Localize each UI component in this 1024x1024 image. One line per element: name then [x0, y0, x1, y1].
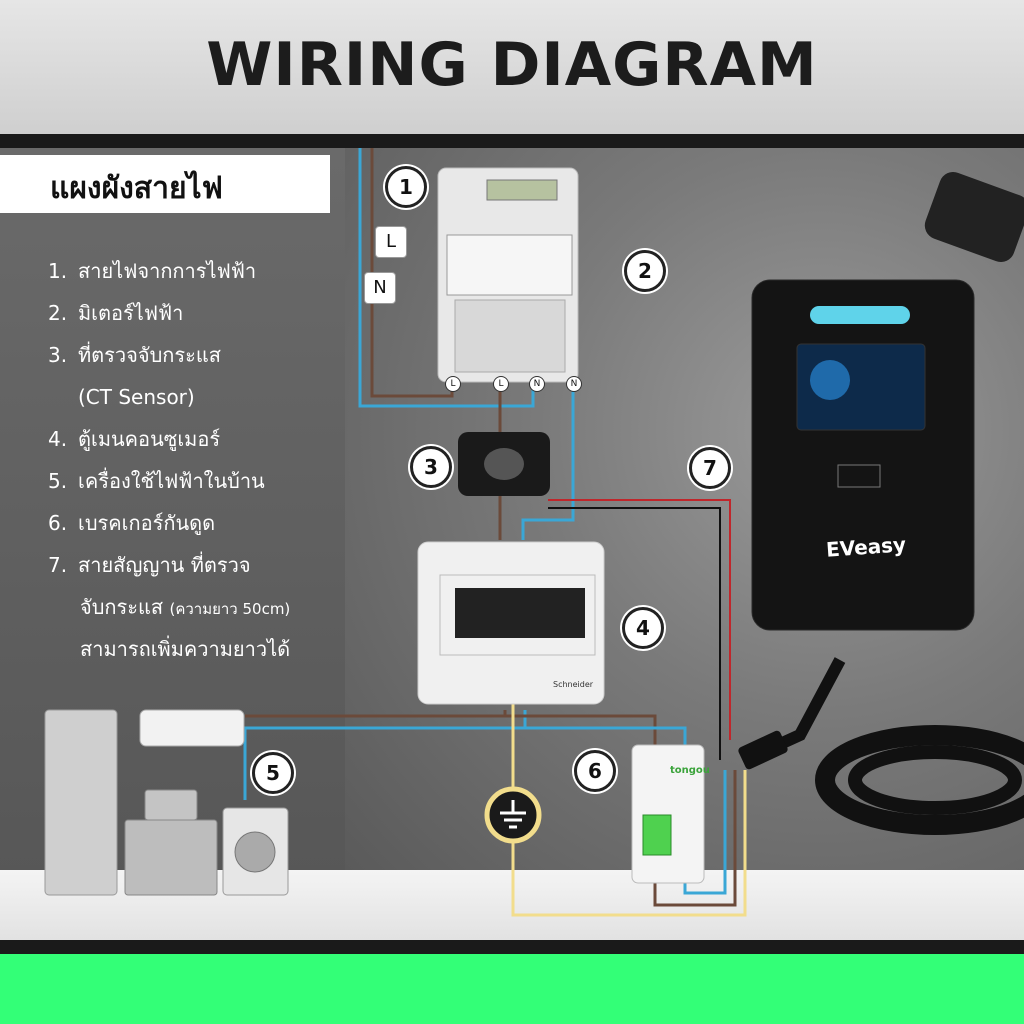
- neutral-line-tag: N: [364, 272, 396, 304]
- meter-terminal: L: [493, 376, 509, 392]
- washing-machine-door: [234, 831, 276, 873]
- meter-terminal: N: [566, 376, 582, 392]
- legend-item-continued: จับกระแส (ความยาว 50cm): [48, 586, 290, 628]
- legend-item-num: 5.: [48, 469, 68, 493]
- rcbo-switch: [642, 814, 672, 856]
- legend-item-text: สามารถเพิ่มความยาวได้: [80, 637, 291, 661]
- microwave-appliance: [144, 789, 198, 821]
- green-footer-band: [0, 954, 1024, 1024]
- legend-item: 2. มิเตอร์ไฟฟ้า: [48, 292, 290, 334]
- legend-title-box: [0, 155, 330, 213]
- legend-item-text: ตู้เมนคอนซูเมอร์: [78, 427, 221, 451]
- callout-badge-5: 5: [252, 752, 294, 794]
- top-divider: [0, 134, 1024, 148]
- charger-rfid-pad: [837, 464, 881, 488]
- air-conditioner-appliance: [139, 709, 245, 747]
- legend-item: 6. เบรคเกอร์กันดูด: [48, 502, 290, 544]
- meter-terminal: L: [445, 376, 461, 392]
- meter-terminal-block: [454, 299, 566, 373]
- page-title: WIRING DIAGRAM: [206, 30, 818, 100]
- legend-item-num: 1.: [48, 259, 68, 283]
- legend-item-continued: สามารถเพิ่มความยาวได้: [48, 628, 290, 670]
- legend-item-text: เครื่องใช้ไฟฟ้าในบ้าน: [78, 469, 265, 493]
- consumer-unit-cover: [439, 574, 596, 656]
- live-line-tag: L: [375, 226, 407, 258]
- panel-brand-logo: Schneider: [553, 680, 594, 689]
- legend-item: (CT Sensor): [48, 376, 290, 418]
- callout-badge-3: 3: [410, 446, 452, 488]
- legend-item-text: สายไฟจากการไฟฟ้า: [78, 259, 257, 283]
- callout-badge-2: 2: [624, 250, 666, 292]
- ct-sensor-hole: [484, 448, 524, 480]
- callout-badge-7: 7: [689, 447, 731, 489]
- live-wire-charger: [653, 770, 737, 907]
- legend-list: 1. สายไฟจากการไฟฟ้า 2. มิเตอร์ไฟฟ้า 3. ที่ต…: [48, 250, 290, 670]
- consumer-unit-breakers: [455, 588, 585, 638]
- legend-item-num: 6.: [48, 511, 68, 535]
- charger-led-bar: [810, 306, 910, 324]
- legend-title: แผงผังสายไฟ: [50, 171, 223, 206]
- legend-item-num: 4.: [48, 427, 68, 451]
- live-wire-rcbo: [505, 714, 657, 745]
- meter-label-plate: [446, 234, 573, 296]
- legend-item: 5. เครื่องใช้ไฟฟ้าในบ้าน: [48, 460, 290, 502]
- fridge-appliance: [44, 709, 118, 896]
- earth-wire: [511, 700, 747, 917]
- callout-badge-4: 4: [622, 607, 664, 649]
- legend-item-text: มิเตอร์ไฟฟ้า: [78, 301, 184, 325]
- signal-wire-black: [548, 507, 721, 760]
- legend-item: 4. ตู้เมนคอนซูเมอร์: [48, 418, 290, 460]
- legend-item: 1. สายไฟจากการไฟฟ้า: [48, 250, 290, 292]
- charger-cable-coil: [815, 725, 1024, 835]
- oven-appliance: [124, 819, 218, 896]
- legend-item-text: ที่ตรวจจับกระแส: [78, 343, 221, 367]
- rcbo-brand-logo: tongou: [670, 765, 710, 776]
- legend-item-note: (ความยาว 50cm): [169, 600, 291, 618]
- charging-plug: [924, 171, 1024, 263]
- neutral-wire-incoming: [358, 148, 535, 408]
- signal-wire-red: [548, 499, 731, 740]
- header-band: [0, 0, 1024, 134]
- legend-item-num: 3.: [48, 343, 68, 367]
- legend-item: 3. ที่ตรวจจับกระแส: [48, 334, 290, 376]
- charger-cable-coil-inner: [848, 745, 1022, 815]
- callout-badge-6: 6: [574, 750, 616, 792]
- legend-item-num: 7.: [48, 553, 68, 577]
- neutral-wire-meter-out: [521, 382, 575, 540]
- callout-badge-1: 1: [385, 166, 427, 208]
- legend-item-text: (CT Sensor): [78, 385, 195, 409]
- legend-item-text: จับกระแส: [80, 595, 164, 619]
- earth-symbol-ring: [484, 786, 542, 844]
- neutral-wire-appliances: [243, 710, 527, 800]
- legend-item-num: 2.: [48, 301, 68, 325]
- legend-item-text: สายสัญญาน ที่ตรวจ: [78, 553, 251, 577]
- legend-item: 7. สายสัญญาน ที่ตรวจ: [48, 544, 290, 586]
- meter-terminal: N: [529, 376, 545, 392]
- charger-screen-icon: [810, 360, 850, 400]
- charger-body: [751, 279, 975, 631]
- neutral-wire-charger: [683, 770, 727, 895]
- neutral-wire-rcbo: [525, 726, 687, 745]
- meter-display: [486, 179, 558, 201]
- bottom-divider: [0, 940, 1024, 954]
- charger-cable-gland: [738, 730, 788, 770]
- legend-item-text: เบรคเกอร์กันดูด: [78, 511, 216, 535]
- live-wire-appliances: [245, 710, 507, 718]
